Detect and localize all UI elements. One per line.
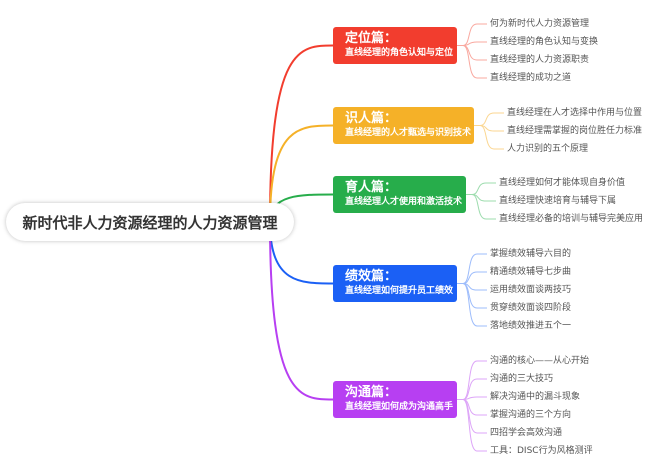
subtopic-item[interactable]: 直线经理的角色认知与变换 — [490, 37, 599, 47]
subtopic-item[interactable]: 何为新时代人力资源管理 — [490, 19, 590, 29]
subtopic-item[interactable]: 解决沟通中的漏斗现象 — [490, 392, 581, 402]
subtopic-item[interactable]: 落地绩效推进五个一 — [490, 321, 572, 331]
subtopic-item[interactable]: 直线经理的人力资源职责 — [490, 55, 590, 65]
topic-recruiting[interactable]: 识人篇： 直线经理的人才甄选与识别技术 — [333, 107, 474, 144]
subtopic-item[interactable]: 直线经理在人才选择中作用与位置 — [507, 108, 643, 118]
subtopic-item[interactable]: 精通绩效辅导七步曲 — [490, 267, 572, 277]
leaf-connector — [474, 125, 504, 150]
topic-title: 识人篇： — [345, 111, 398, 126]
topic-subtitle: 直线经理人才使用和激活技术 — [345, 197, 463, 207]
leaf-connector — [466, 194, 496, 220]
subtopic-item[interactable]: 工具：DISC行为风格测评 — [490, 446, 593, 456]
topic-title: 沟通篇： — [345, 385, 398, 400]
leaf-connector — [457, 283, 487, 309]
topic-positioning[interactable]: 定位篇： 直线经理的角色认知与定位 — [333, 27, 457, 64]
topic-title: 绩效篇： — [345, 269, 398, 284]
leaf-connector — [457, 45, 487, 79]
leaf-connector — [457, 41, 487, 46]
subtopic-item[interactable]: 运用绩效面谈两技巧 — [490, 285, 572, 295]
topic-subtitle: 直线经理的角色认知与定位 — [345, 48, 454, 58]
subtopic-item[interactable]: 直线经理的成功之道 — [490, 73, 572, 83]
topic-subtitle: 直线经理如何成为沟通高手 — [345, 402, 454, 412]
leaf-connector — [457, 399, 487, 452]
leaf-connector — [457, 45, 487, 61]
root-connector — [269, 44, 334, 223]
leaf-connector — [457, 253, 487, 284]
leaf-connector — [457, 283, 487, 327]
topic-subtitle: 直线经理的人才甄选与识别技术 — [345, 128, 472, 138]
root-topic[interactable]: 新时代非人力资源经理的人力资源管理 — [6, 203, 294, 241]
leaf-connector — [457, 399, 487, 416]
subtopic-item[interactable]: 掌握绩效辅导六目的 — [490, 249, 572, 259]
topic-title: 定位篇： — [345, 31, 398, 46]
topic-communication[interactable]: 沟通篇： 直线经理如何成为沟通高手 — [333, 381, 457, 418]
root-label: 新时代非人力资源经理的人力资源管理 — [22, 213, 278, 232]
leaf-connector — [457, 399, 487, 434]
topic-performance[interactable]: 绩效篇： 直线经理如何提升员工绩效 — [333, 265, 457, 302]
topic-subtitle: 直线经理如何提升员工绩效 — [345, 286, 454, 296]
leaf-connector — [457, 271, 487, 284]
subtopic-item[interactable]: 沟通的三大技巧 — [490, 374, 554, 384]
subtopic-item[interactable]: 直线经理需掌握的岗位胜任力标准 — [507, 126, 643, 136]
leaf-connector — [466, 182, 496, 195]
subtopic-item[interactable]: 直线经理必备的培训与辅导完美应用 — [499, 214, 644, 224]
topic-development[interactable]: 育人篇： 直线经理人才使用和激活技术 — [333, 176, 466, 213]
leaf-connector — [457, 283, 487, 291]
subtopic-item[interactable]: 直线经理如何才能体现自身价值 — [499, 178, 626, 188]
leaf-connector — [457, 360, 487, 400]
subtopic-item[interactable]: 直线经理快速培育与辅导下属 — [499, 196, 617, 206]
subtopic-item[interactable]: 人力识别的五个原理 — [507, 144, 589, 154]
subtopic-item[interactable]: 沟通的核心——从心开始 — [490, 356, 590, 366]
leaf-connector — [457, 378, 487, 400]
leaf-connector — [474, 125, 504, 132]
leaf-connector — [474, 112, 504, 126]
subtopic-item[interactable]: 贯穿绩效面谈四阶段 — [490, 303, 572, 313]
root-connector — [269, 221, 334, 401]
topic-title: 育人篇： — [345, 180, 398, 195]
leaf-connector — [466, 194, 496, 202]
subtopic-item[interactable]: 四招学会高效沟通 — [490, 428, 563, 438]
root-connector — [269, 124, 334, 223]
subtopic-item[interactable]: 掌握沟通的三个方向 — [490, 410, 572, 420]
